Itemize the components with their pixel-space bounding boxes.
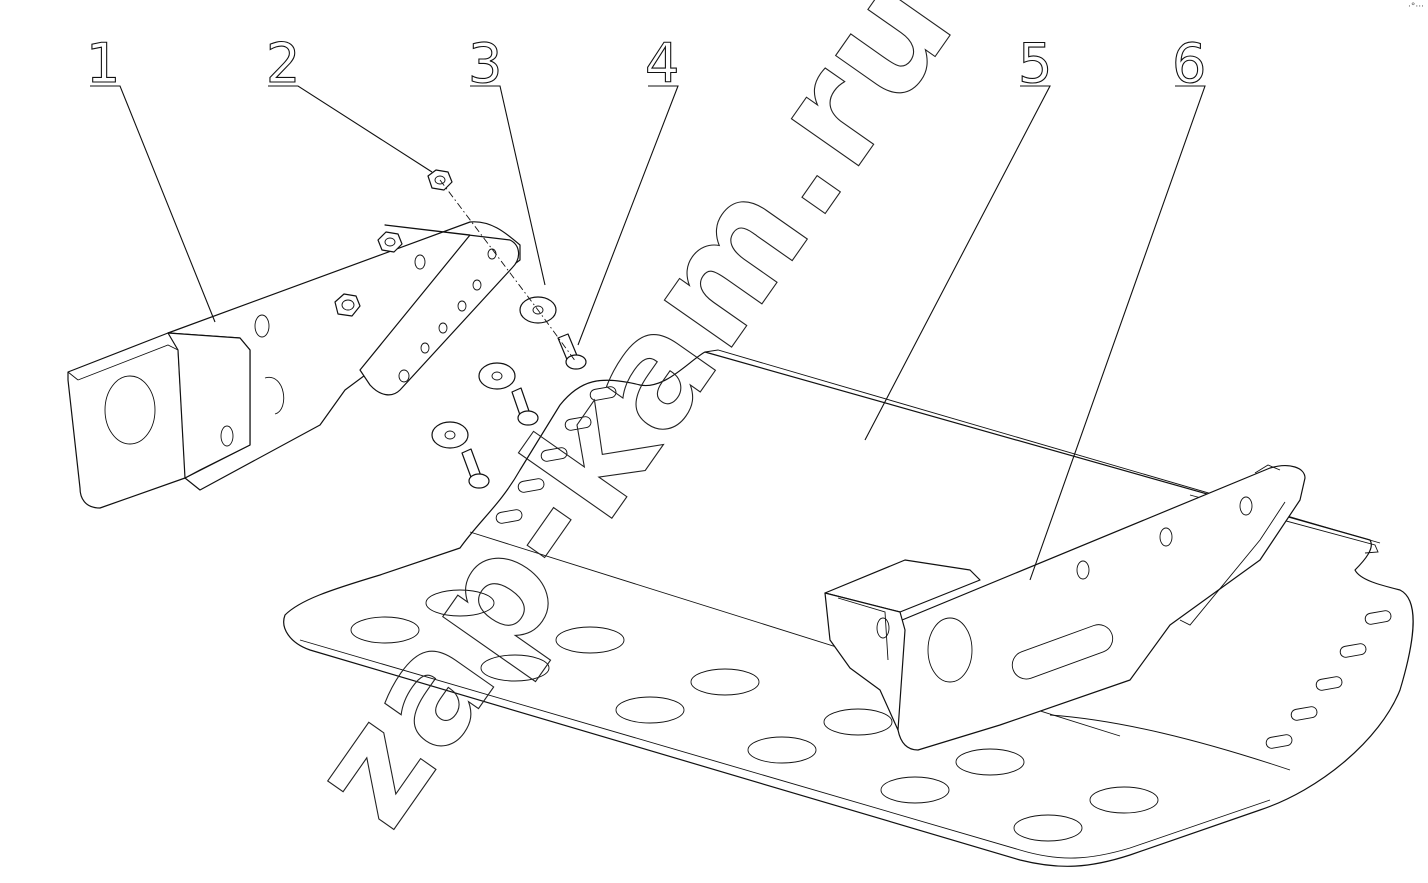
washer (431, 421, 469, 449)
right-bracket (824, 464, 1306, 751)
callout-labels: 1 2 3 4 5 6 (85, 31, 1206, 95)
callout-3: 3 (468, 32, 502, 95)
side-slots (1265, 610, 1392, 749)
nut (334, 293, 361, 317)
bolt (511, 387, 539, 426)
callout-4: 4 (645, 32, 679, 95)
washer (478, 362, 516, 390)
hardware (334, 169, 587, 489)
floor-holes (350, 589, 1159, 842)
bolt (461, 448, 490, 489)
corner-mark: ·°··· (1408, 2, 1424, 12)
callout-leaders (90, 85, 1206, 581)
left-bracket (67, 221, 521, 509)
callout-5: 5 (1018, 32, 1052, 95)
bolt (557, 333, 587, 370)
nut (377, 231, 403, 253)
callout-1: 1 (86, 32, 120, 95)
ramp-slots (495, 386, 617, 524)
callout-2: 2 (266, 32, 300, 95)
callout-6: 6 (1172, 32, 1206, 95)
